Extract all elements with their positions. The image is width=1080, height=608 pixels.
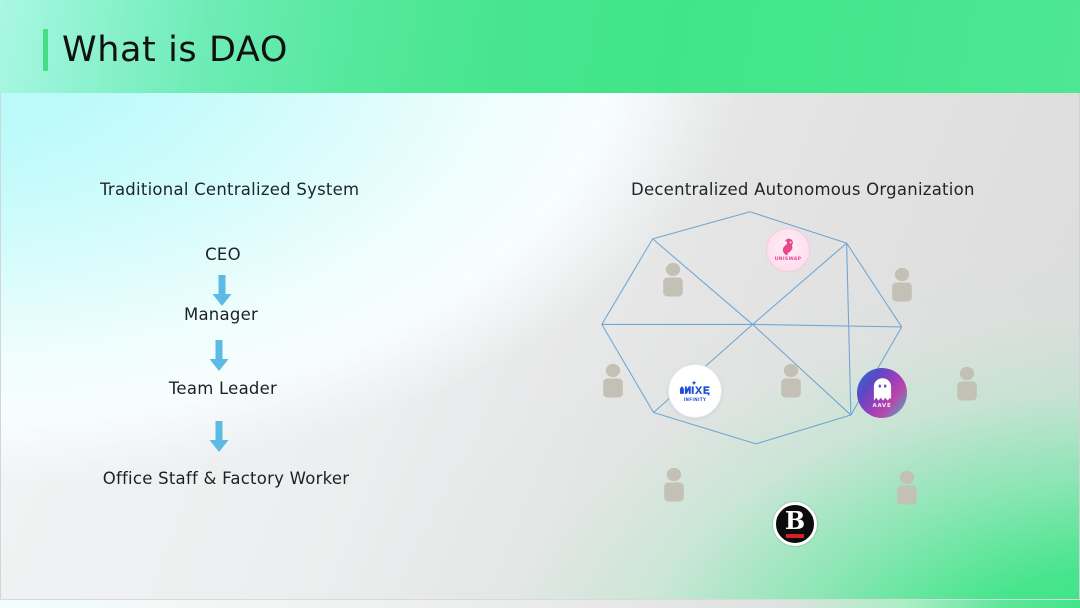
axie-logo[interactable]: INFINITY: [668, 364, 722, 418]
hierarchy-level-manager: Manager: [183, 305, 259, 324]
person-icon[interactable]: [661, 467, 687, 507]
hierarchy-level-ceo: CEO: [205, 245, 241, 264]
uniswap-wordmark: UNISWAP: [774, 257, 802, 262]
right-section-heading: Decentralized Autonomous Organization: [631, 180, 975, 199]
arrow-down-icon: [210, 275, 234, 307]
arrow-down-icon: [207, 340, 231, 372]
aave-wordmark: AAVE: [872, 402, 892, 409]
axie-subtext: INFINITY: [683, 397, 707, 402]
hierarchy-level-team-leader: Team Leader: [168, 379, 278, 398]
bankless-bar-icon: [786, 533, 804, 538]
unicorn-icon: [778, 237, 798, 257]
header-accent-bar: [43, 29, 48, 71]
bankless-letter: B: [784, 505, 806, 535]
person-icon[interactable]: [889, 267, 915, 307]
person-icon[interactable]: [660, 262, 686, 302]
page-title: What is DAO: [62, 30, 288, 70]
axie-icon: [678, 380, 712, 396]
bankless-logo[interactable]: B: [773, 502, 817, 546]
slide-bottom-strip: [0, 599, 1080, 608]
person-icon[interactable]: [954, 366, 980, 406]
uniswap-logo[interactable]: UNISWAP: [766, 228, 810, 272]
network-edges: [601, 211, 903, 445]
hierarchy-level-office-staff: Office Staff & Factory Worker: [102, 469, 350, 488]
slide-body: [0, 93, 1080, 608]
slide-header: What is DAO: [0, 0, 1080, 93]
arrow-down-icon: [207, 421, 231, 453]
person-icon[interactable]: [600, 363, 626, 403]
person-icon[interactable]: [778, 363, 804, 403]
left-section-heading: Traditional Centralized System: [100, 180, 360, 199]
person-icon[interactable]: [894, 470, 920, 510]
ghost-icon: [872, 377, 893, 402]
aave-logo[interactable]: AAVE: [857, 368, 907, 418]
dao-network-graph: [601, 211, 903, 445]
